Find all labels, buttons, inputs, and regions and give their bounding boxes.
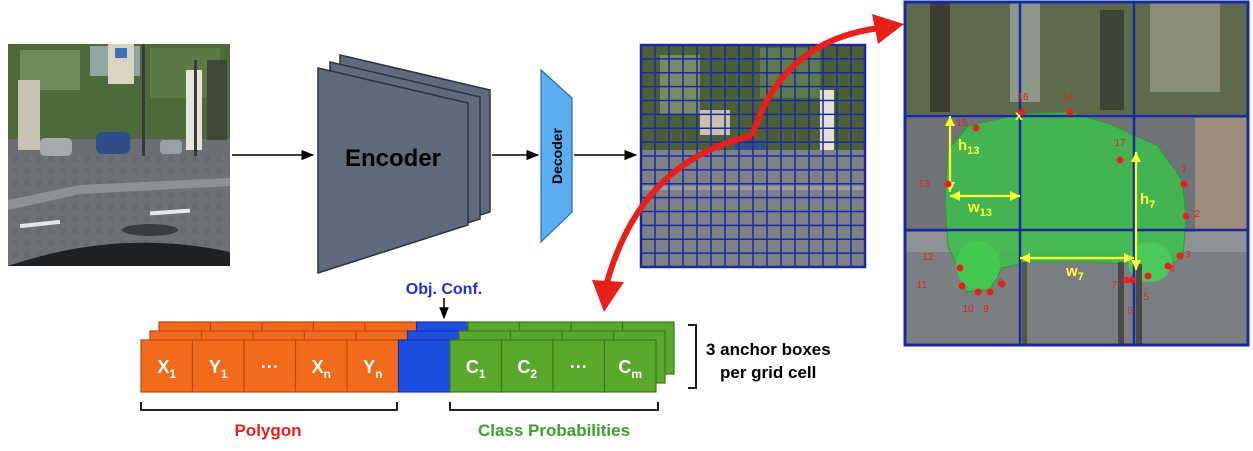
cell-label: C1 xyxy=(466,357,486,381)
vertex-number: 8 xyxy=(997,278,1003,289)
vertex-dot xyxy=(1144,272,1152,280)
vertex-number: 4 xyxy=(1169,264,1175,275)
class-probabilities-label: Class Probabilities xyxy=(478,421,630,440)
anchor-brace xyxy=(688,324,697,389)
height-13-label: h13 xyxy=(958,137,979,157)
cell-label: Yn xyxy=(363,357,382,381)
red-arrow-to-zoom xyxy=(749,14,904,137)
vertex-dot xyxy=(1122,276,1130,284)
input-street-image xyxy=(8,44,230,266)
decoder-block: Decoder xyxy=(540,68,573,244)
cell-label: ··· xyxy=(570,357,588,377)
vertex-number: 1 xyxy=(1181,164,1187,175)
vertex-dot xyxy=(1128,276,1136,284)
width-13-label: w13 xyxy=(967,199,992,219)
vertex-dot xyxy=(1176,252,1184,260)
tensor-front-layer: X1 Y1 ··· Xn Yn C1 C2 ··· Cm xyxy=(140,339,657,393)
cell-label: Cm xyxy=(618,357,642,381)
vertex-dot xyxy=(1066,108,1074,116)
class-brace xyxy=(449,402,659,411)
polygon-brace xyxy=(140,402,398,411)
vertex-number: 15 xyxy=(956,118,968,129)
encoder-label: Encoder xyxy=(345,145,441,172)
zoomed-car-view: h13 w13 h7 w7 x 16 15 14 17 1 13 2 12 3 11 8 4 10 9 56… xyxy=(903,0,1250,347)
vertex-number: 12 xyxy=(922,252,934,263)
vertex-number: 9 xyxy=(983,304,989,315)
vertex-number: 11 xyxy=(917,280,928,291)
vertex-number: 5 xyxy=(1143,292,1149,303)
cell-label: ··· xyxy=(261,357,279,377)
vertex-dot xyxy=(974,288,982,296)
anchor-label-line2: per grid cell xyxy=(720,363,816,382)
polygon-cell xyxy=(294,339,348,393)
anchor-label-line1: 3 anchor boxes xyxy=(706,340,831,359)
vertex-dot xyxy=(972,124,980,132)
cell-label: Xn xyxy=(312,357,331,381)
objectness-cell xyxy=(397,339,451,393)
vertex-number: 3 xyxy=(1185,250,1191,261)
encoder-block: Encoder xyxy=(317,54,491,275)
polygon-label: Polygon xyxy=(234,421,301,440)
vertex-number: 13 xyxy=(918,179,930,190)
cell-label: C2 xyxy=(517,357,537,381)
vertex-number: 6 xyxy=(1127,306,1133,317)
vertex-dot xyxy=(944,180,952,188)
cell-label: Y1 xyxy=(209,357,228,381)
fine-grid-lines xyxy=(641,45,865,267)
vertex-dot xyxy=(958,282,966,290)
class-cell xyxy=(449,339,503,393)
vertex-dot xyxy=(1182,212,1190,220)
polygon-cell xyxy=(140,339,194,393)
polygon-cell xyxy=(191,339,245,393)
vertex-number: 16 xyxy=(1017,92,1029,103)
red-arrow-to-tensor xyxy=(592,133,753,312)
car-polygon-mask xyxy=(944,111,1187,293)
vertex-number: 2 xyxy=(1194,209,1200,220)
vertex-dot xyxy=(1018,108,1026,116)
class-cell xyxy=(500,339,554,393)
width-7-label: w7 xyxy=(1065,263,1084,283)
output-tensor: Obj. Conf. X1 Y1 ··· Xn Yn C1 C2 ··· Cm 3 anchor… xyxy=(140,281,831,440)
grid-overlay-image xyxy=(639,43,867,269)
vertex-number: 7 xyxy=(1111,280,1117,291)
vertex-dot xyxy=(956,264,964,272)
cell-label: X1 xyxy=(157,357,176,381)
polygon-vertices: 16 15 14 17 1 13 2 12 3 11 8 4 10 9 56 7 xyxy=(917,92,1200,317)
center-marker: x xyxy=(1015,107,1023,123)
vertex-number: 10 xyxy=(962,304,974,315)
class-cell xyxy=(603,339,657,393)
vertex-dot xyxy=(986,288,994,296)
vertex-dot xyxy=(998,280,1006,288)
vertex-dot xyxy=(1116,156,1124,164)
vertex-dot xyxy=(1180,180,1188,188)
obj-conf-label: Obj. Conf. xyxy=(406,281,482,298)
vertex-number: 17 xyxy=(1114,138,1126,149)
vertex-dot xyxy=(1164,262,1172,270)
decoder-label: Decoder xyxy=(549,127,565,184)
vertex-number: 14 xyxy=(1062,92,1074,103)
height-7-label: h7 xyxy=(1140,191,1155,211)
